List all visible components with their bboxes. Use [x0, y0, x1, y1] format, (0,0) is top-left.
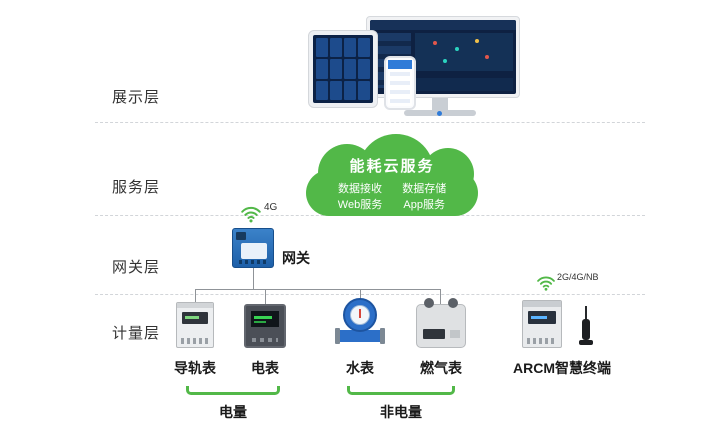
- connector-drop-3: [360, 289, 361, 299]
- antenna-rod: [585, 306, 587, 321]
- tile: [330, 38, 342, 58]
- dashboard-map: [415, 33, 513, 71]
- water-meter-device: [335, 298, 385, 348]
- meter-label-arcm: ARCM智慧终端: [513, 360, 611, 376]
- arcm-wireless-label: 2G/4G/NB: [557, 272, 599, 282]
- cloud-service-item: Web服务: [337, 199, 383, 211]
- device-digits: [531, 316, 547, 319]
- gas-meter-device: [416, 298, 466, 348]
- gateway-label: 网关: [282, 250, 310, 266]
- tile: [330, 80, 342, 100]
- dashboard-topbar: [370, 20, 516, 30]
- antenna-icon: [578, 306, 594, 348]
- meter-label-gas: 燃气表: [420, 360, 462, 376]
- device-buttons: [252, 338, 278, 342]
- layer-label-display: 展示层: [112, 89, 161, 106]
- group-label-electric: 电量: [219, 404, 247, 420]
- arcm-terminal-device: [522, 300, 562, 348]
- cloud-service-item: 数据存储: [402, 183, 447, 195]
- tile: [316, 59, 328, 79]
- antenna-base: [579, 340, 593, 345]
- connector-drop-2: [265, 289, 266, 304]
- connector-drop-1: [195, 289, 196, 302]
- gateway-faceplate: [241, 243, 267, 259]
- cloud-services: 数据接收 Web服务 数据存储 App服务: [306, 181, 478, 213]
- layer-label-metering: 计量层: [112, 325, 161, 342]
- gateway-terminal-block: [236, 232, 246, 240]
- tile: [344, 59, 356, 79]
- cloud-title: 能耗云服务: [349, 158, 435, 175]
- device-terminals: [527, 338, 557, 344]
- gateway-device: [232, 228, 274, 268]
- group-bracket-non-electric: [347, 386, 455, 395]
- cloud-service-item: 数据接收: [337, 183, 382, 195]
- device-pipe: [448, 298, 458, 308]
- phone-app-header: [388, 60, 412, 69]
- monitor-stand-neck: [432, 98, 448, 110]
- tile: [330, 59, 342, 79]
- cloud-shape: [306, 170, 478, 216]
- antenna-body: [582, 319, 590, 340]
- dashboard-bottom-chart: [415, 78, 513, 91]
- group-label-non-electric: 非电量: [380, 404, 422, 420]
- meter-label-water: 水表: [346, 360, 374, 376]
- meter-label-electric: 电表: [251, 360, 279, 376]
- device-digits: [185, 316, 199, 319]
- layer-separator-1: [95, 122, 645, 123]
- energy-cloud-service: 能耗云服务 数据接收 Web服务 数据存储 App服务: [306, 134, 478, 216]
- map-marker: [485, 55, 489, 59]
- device-pipe: [424, 298, 434, 308]
- cloud-content: 能耗云服务 数据接收 Web服务 数据存储 App服务: [306, 140, 478, 216]
- tablet-display: [308, 30, 378, 108]
- device-pipe-body: [338, 330, 382, 342]
- tile: [344, 38, 356, 58]
- device-detail: [523, 301, 561, 307]
- tile: [358, 80, 370, 100]
- device-terminals: [181, 338, 209, 344]
- map-marker: [455, 47, 459, 51]
- device-display: [423, 329, 445, 339]
- connector-gateway-down: [253, 268, 254, 289]
- tile: [358, 59, 370, 79]
- tablet-screen: [313, 35, 373, 103]
- device-pipe-nut: [380, 328, 385, 344]
- phone-app-content: [390, 72, 410, 104]
- cloud-services-right: 数据存储 App服务: [402, 181, 446, 213]
- layer-label-gateway: 网关层: [112, 259, 161, 276]
- phone-display: [384, 56, 416, 110]
- device-digits: [254, 316, 272, 319]
- device-pipe-nut: [335, 328, 340, 344]
- din-rail-meter-device: [176, 302, 214, 348]
- connector-bus: [195, 289, 441, 290]
- electric-meter-device: [244, 304, 286, 348]
- tile: [316, 38, 328, 58]
- connector-drop-4: [440, 289, 441, 304]
- device-badge: [450, 330, 460, 338]
- phone-screen: [388, 60, 412, 106]
- group-bracket-electric: [186, 386, 280, 395]
- map-marker: [443, 59, 447, 63]
- meter-label-din-rail: 导轨表: [174, 360, 216, 376]
- device-needle: [359, 309, 361, 318]
- cloud-service-item: App服务: [403, 199, 445, 211]
- wifi-icon: [241, 206, 261, 223]
- gateway-wireless-label: 4G: [264, 202, 278, 213]
- device-digits: [254, 321, 266, 323]
- tile: [344, 80, 356, 100]
- map-marker: [475, 39, 479, 43]
- tile: [358, 38, 370, 58]
- wifi-icon: [537, 276, 555, 291]
- layer-separator-3: [95, 294, 645, 295]
- gateway-ports: [239, 260, 267, 264]
- device-display: [251, 311, 279, 327]
- map-marker: [433, 41, 437, 45]
- monitor-brand-logo: [437, 111, 442, 116]
- layer-label-service: 服务层: [112, 179, 161, 196]
- tile: [316, 80, 328, 100]
- device-detail: [177, 303, 213, 308]
- cloud-services-left: 数据接收 Web服务: [338, 181, 382, 213]
